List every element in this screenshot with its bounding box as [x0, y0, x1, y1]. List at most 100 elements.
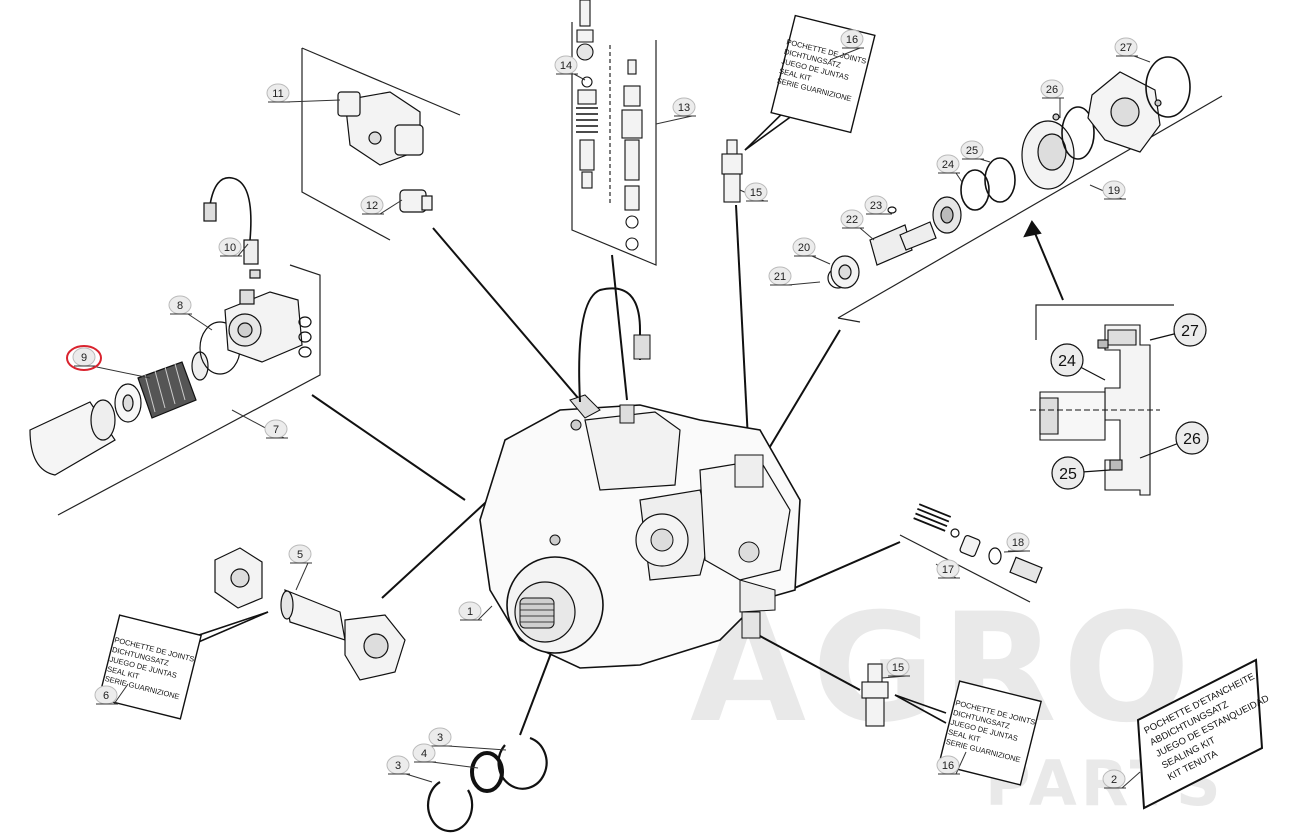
callout-label: 8 [177, 300, 183, 312]
callout-label: 27 [1120, 42, 1132, 54]
callout-label: 17 [942, 564, 954, 576]
callout-label: 16 [846, 34, 858, 46]
detail-bracket [1035, 304, 1174, 340]
callout-label: 21 [774, 271, 786, 283]
callout-label: 23 [870, 200, 882, 212]
group-frames [57, 22, 1223, 603]
flange-group-19 [827, 56, 1191, 289]
part-callout-17: 17 [935, 559, 960, 579]
seal-kit-16-bottom: POCHETTE DE JOINTS DICHTUNGSATZ JUEGO DE… [937, 680, 1043, 786]
fitting-15-top [721, 139, 743, 203]
part-callout-27: 27 [1114, 37, 1151, 63]
callout-label: 16 [942, 760, 954, 772]
callout-label: 25 [966, 145, 978, 157]
callout-label: 26 [1046, 84, 1058, 96]
part-callout-12: 12 [360, 195, 403, 215]
callout-leader [237, 243, 249, 257]
callout-label: 20 [798, 242, 810, 254]
part-callout-21: 21 [768, 266, 821, 286]
callout-leader [91, 365, 151, 379]
detail-callout-27: 27 [1149, 313, 1207, 347]
frame-17 [899, 534, 1031, 603]
callout-label: 7 [273, 424, 279, 436]
callout-leader [431, 761, 479, 769]
callout-leader [955, 172, 963, 183]
callout-leader [829, 47, 861, 61]
callout-label: 1 [467, 606, 473, 618]
valve-block-11 [337, 91, 433, 213]
part-callout-16: 16 [936, 751, 967, 775]
callout-label: 4 [421, 748, 427, 760]
callout-label: 14 [560, 60, 572, 72]
part-callout-3: 3 [386, 755, 433, 783]
callout-label: 12 [366, 200, 378, 212]
highlight-layer [66, 345, 102, 371]
detail-callouts: 27 24 26 25 [1050, 313, 1209, 490]
main-pump [479, 287, 801, 669]
callout-leader [573, 73, 586, 81]
detail-callout-25: 25 [1051, 456, 1111, 490]
callout-leader [811, 255, 831, 265]
callout-label: 15 [750, 187, 762, 199]
callout-leader [187, 313, 213, 331]
detail-bubble [1051, 456, 1085, 490]
cartridge-13 [576, 0, 643, 251]
part-callout-2: 2 [1102, 769, 1141, 789]
callout-leader [1121, 771, 1141, 789]
callout-label: 3 [437, 732, 443, 744]
part-callout-6: 6 [94, 683, 129, 705]
callout-leader [955, 751, 967, 775]
part-callout-18: 18 [1003, 532, 1030, 553]
part-callout-1: 1 [458, 601, 493, 621]
valve-parts-17 [913, 503, 1043, 584]
detail-label: 24 [1058, 353, 1076, 370]
fitting-15-bottom [861, 663, 889, 727]
part-callout-10: 10 [218, 237, 249, 257]
frame-11 [301, 48, 391, 241]
callout-leader [655, 115, 693, 125]
callout-label: 24 [942, 159, 954, 171]
callout-label: 11 [272, 88, 283, 100]
part-callout-5: 5 [288, 544, 312, 591]
callout-leader [447, 745, 507, 751]
callout-label: 3 [395, 760, 401, 772]
circlips [427, 736, 548, 833]
frame-13 [571, 22, 657, 266]
detail-bubble [1050, 343, 1084, 377]
callout-leader [295, 562, 309, 591]
filter-group-7 [29, 176, 312, 476]
part-callout-9: 9 [72, 347, 151, 379]
detail-callout-26: 26 [1139, 421, 1209, 459]
callout-leader [285, 99, 341, 103]
callout-leader [477, 605, 493, 621]
callout-label: 9 [81, 352, 87, 364]
section-detail-view [1030, 324, 1160, 496]
frame-19 [837, 95, 1223, 319]
callout-label: 15 [892, 662, 904, 674]
solenoid-5 [214, 547, 406, 681]
part-callout-20: 20 [792, 237, 831, 265]
detail-callout-24: 24 [1050, 343, 1106, 381]
part-callout-25: 25 [960, 140, 991, 163]
callout-label: 19 [1108, 185, 1120, 197]
part-callout-16: 16 [829, 29, 864, 61]
part-callout-14: 14 [554, 55, 586, 81]
callout-label: 10 [224, 242, 236, 254]
callout-leader [405, 773, 433, 783]
callout-label: 5 [297, 549, 303, 561]
part-callout-13: 13 [655, 97, 696, 125]
sealing-kit-2: POCHETTE D'ETANCHEITE ABDICHTUNGSATZ JUE… [1136, 658, 1271, 810]
detail-label: 25 [1059, 466, 1077, 483]
part-callout-15: 15 [739, 182, 768, 202]
callout-leader [787, 281, 821, 286]
detail-bubble [1173, 313, 1207, 347]
part-callout-3: 3 [428, 727, 507, 751]
part-callout-24: 24 [936, 154, 963, 183]
part-callout-11: 11 [266, 83, 341, 103]
callout-label: 6 [103, 690, 109, 702]
part-callout-7: 7 [231, 409, 288, 439]
detail-label: 26 [1183, 431, 1201, 448]
part-callout-22: 22 [840, 209, 875, 241]
detail-bubble [1175, 421, 1209, 455]
